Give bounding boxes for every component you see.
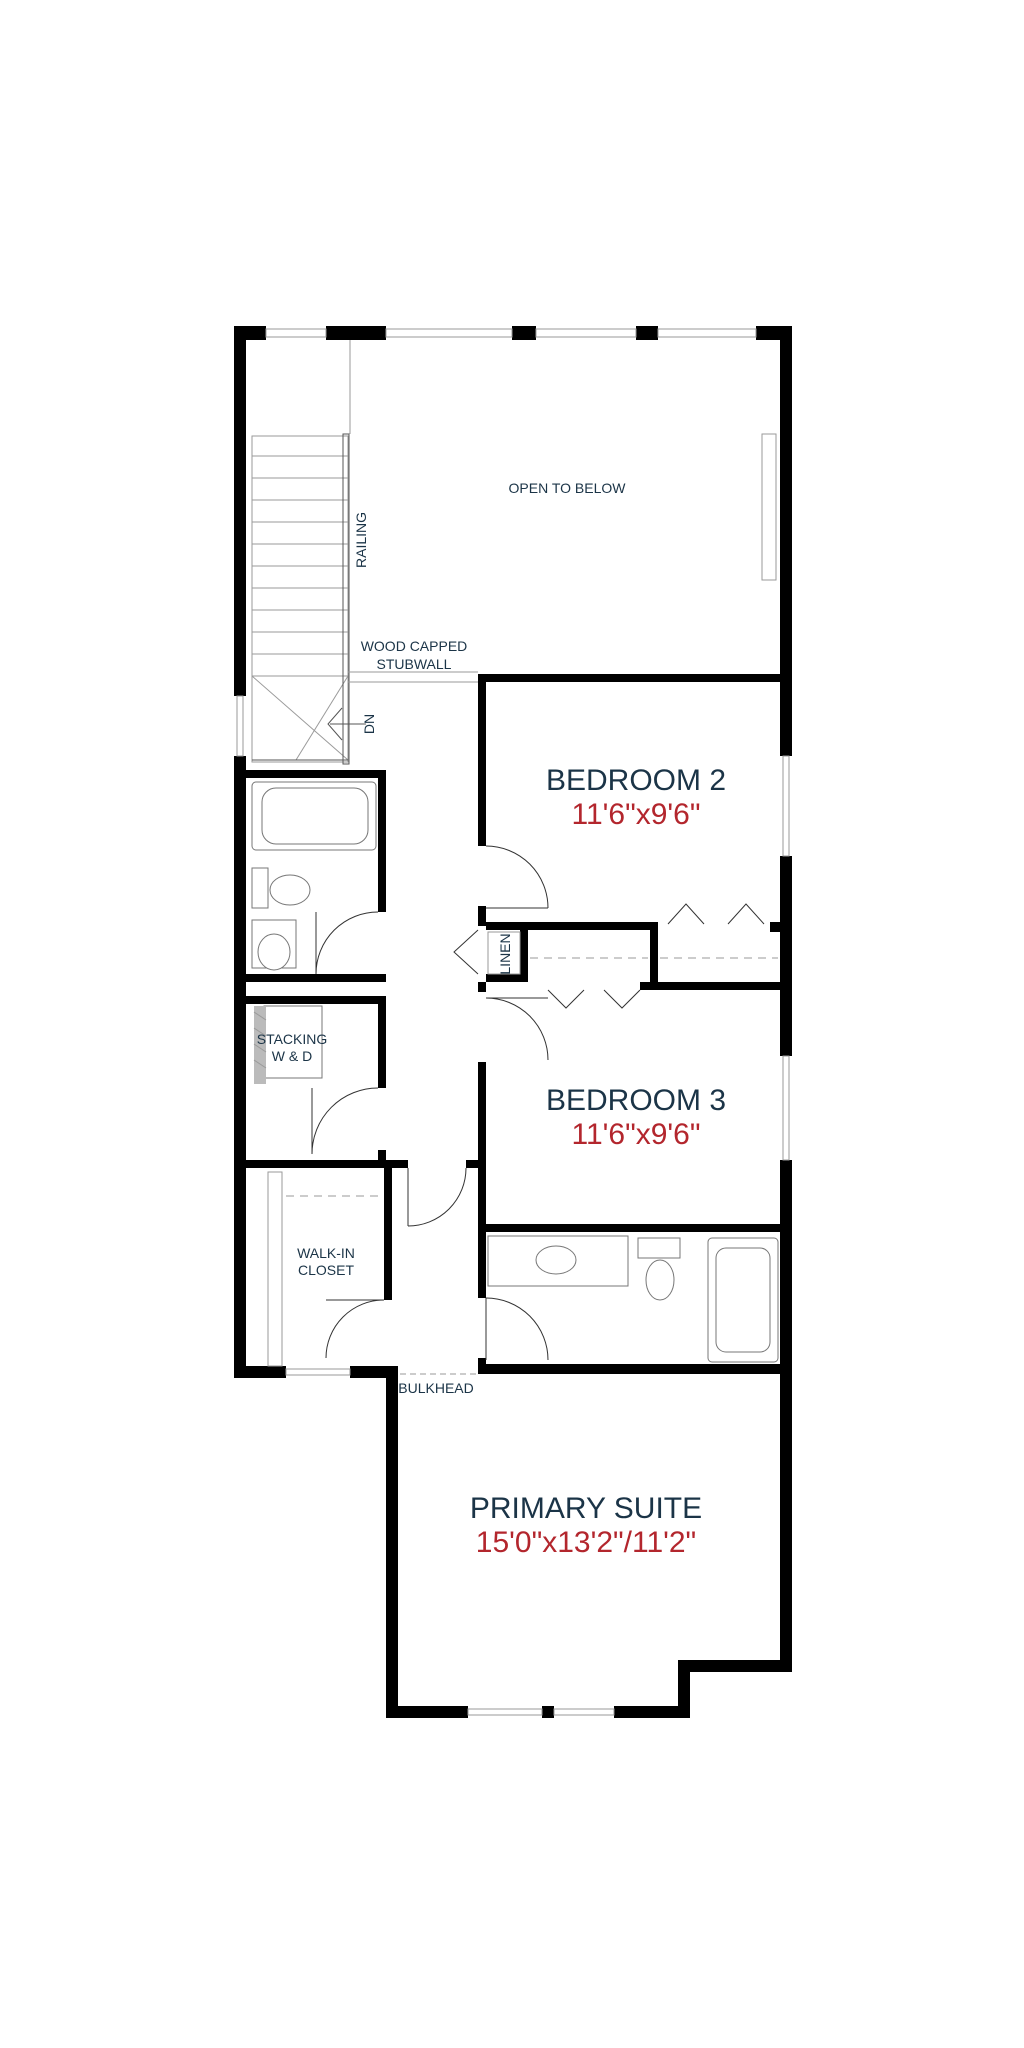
bedroom-2-fixtures (485, 845, 765, 925)
stairs-dn-label: DN (361, 714, 377, 734)
primary-suite-dimensions: 15'0"x13'2"/11'2" (476, 1526, 696, 1559)
laundry-fixtures (253, 1005, 379, 1155)
stubwall-label-line-2: STUBWALL (377, 656, 452, 672)
exterior-walls (234, 326, 792, 1718)
hall-door (407, 1167, 467, 1227)
windows (236, 328, 790, 1716)
interior-walls (234, 674, 792, 1374)
staircase (251, 340, 777, 765)
laundry-label-line-1: STACKING (257, 1031, 328, 1047)
closet-label-line-1: WALK-IN (297, 1245, 355, 1261)
bedroom-3-name: BEDROOM 3 (546, 1084, 726, 1117)
bedroom-2-name: BEDROOM 2 (546, 764, 726, 797)
laundry-label-line-2: W & D (272, 1048, 312, 1064)
open-to-below-label: OPEN TO BELOW (509, 480, 627, 496)
bedroom-3-fixtures (485, 997, 549, 1061)
closet-fixtures (267, 1171, 385, 1367)
bath-1-fixtures (251, 781, 379, 975)
stubwall-label-line-1: WOOD CAPPED (361, 638, 468, 654)
primary-suite-name: PRIMARY SUITE (470, 1492, 702, 1525)
bath-2-fixtures (485, 1235, 779, 1363)
bedroom-3-dimensions: 11'6"x9'6" (572, 1118, 701, 1151)
linen-label: LINEN (497, 933, 513, 974)
railing-label: RAILING (353, 512, 369, 568)
closet-label-line-2: CLOSET (298, 1262, 354, 1278)
labels: OPEN TO BELOW RAILING WOOD CAPPED STUBWA… (257, 480, 726, 1559)
linen-closet (453, 929, 778, 1009)
bulkhead-label: BULKHEAD (398, 1380, 473, 1396)
bedroom-2-dimensions: 11'6"x9'6" (572, 798, 701, 831)
